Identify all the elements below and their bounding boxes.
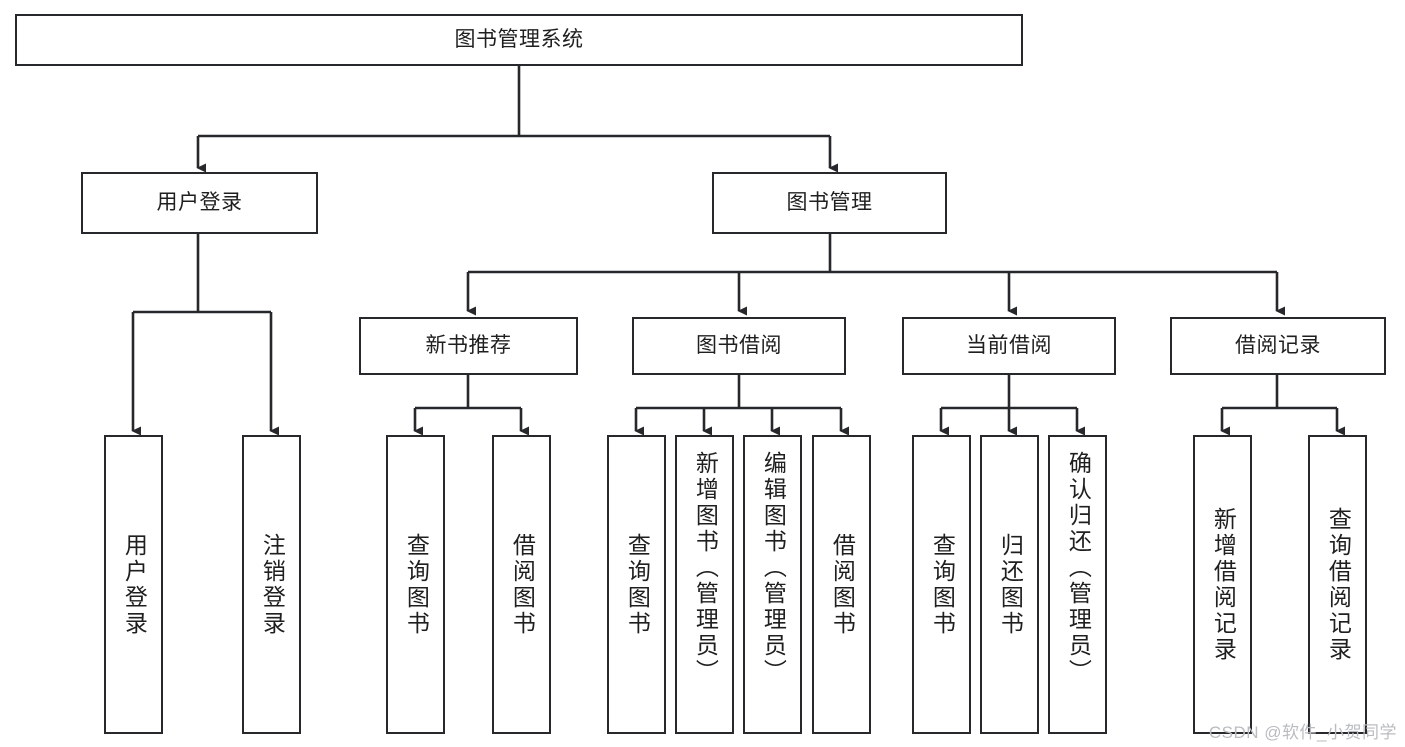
node-leaf-logout[interactable]: 注销登录 bbox=[242, 435, 301, 734]
node-leaf-query-book-2-label: 查询图书 bbox=[624, 532, 651, 637]
node-leaf-add-book-label: 新增图书（管理员） bbox=[692, 451, 719, 685]
node-leaf-query-record[interactable]: 查询借阅记录 bbox=[1308, 435, 1367, 734]
node-leaf-borrow-book-1-label: 借阅图书 bbox=[509, 532, 536, 637]
node-leaf-confirm-return[interactable]: 确认归还（管理员） bbox=[1048, 435, 1107, 734]
node-leaf-query-book-2[interactable]: 查询图书 bbox=[607, 435, 666, 734]
node-user-login-label: 用户登录 bbox=[156, 190, 243, 214]
node-leaf-query-book-3[interactable]: 查询图书 bbox=[912, 435, 971, 734]
node-borrow-record-label: 借阅记录 bbox=[1235, 333, 1321, 357]
node-leaf-query-record-label: 查询借阅记录 bbox=[1325, 506, 1352, 663]
node-book-manage-label: 图书管理 bbox=[786, 190, 873, 214]
csdn-watermark: CSDN @软件_小贺同学 bbox=[1208, 723, 1397, 742]
node-leaf-edit-book-label: 编辑图书（管理员） bbox=[760, 451, 787, 685]
node-leaf-add-book[interactable]: 新增图书（管理员） bbox=[675, 435, 734, 734]
node-book-borrow[interactable]: 图书借阅 bbox=[632, 317, 846, 375]
node-new-book-recommend[interactable]: 新书推荐 bbox=[359, 317, 578, 375]
node-leaf-borrow-book-2-label: 借阅图书 bbox=[829, 532, 856, 637]
node-root[interactable]: 图书管理系统 bbox=[15, 14, 1023, 66]
node-leaf-add-record[interactable]: 新增借阅记录 bbox=[1193, 435, 1252, 734]
node-book-borrow-label: 图书借阅 bbox=[696, 333, 782, 357]
node-current-borrow[interactable]: 当前借阅 bbox=[902, 317, 1116, 375]
node-leaf-edit-book[interactable]: 编辑图书（管理员） bbox=[743, 435, 802, 734]
node-leaf-logout-label: 注销登录 bbox=[259, 532, 286, 637]
node-book-manage[interactable]: 图书管理 bbox=[712, 172, 947, 234]
node-borrow-record[interactable]: 借阅记录 bbox=[1170, 317, 1386, 375]
node-leaf-query-book-3-label: 查询图书 bbox=[929, 532, 956, 637]
node-leaf-return-book[interactable]: 归还图书 bbox=[980, 435, 1039, 734]
node-leaf-return-book-label: 归还图书 bbox=[997, 532, 1024, 637]
node-leaf-confirm-return-label: 确认归还（管理员） bbox=[1065, 451, 1092, 685]
node-leaf-query-book-1[interactable]: 查询图书 bbox=[386, 435, 445, 734]
node-leaf-borrow-book-2[interactable]: 借阅图书 bbox=[812, 435, 871, 734]
node-leaf-user-login[interactable]: 用户登录 bbox=[104, 435, 163, 734]
node-user-login[interactable]: 用户登录 bbox=[81, 172, 318, 234]
node-new-book-recommend-label: 新书推荐 bbox=[425, 333, 512, 357]
node-current-borrow-label: 当前借阅 bbox=[966, 333, 1052, 357]
node-leaf-user-login-label: 用户登录 bbox=[121, 532, 148, 637]
node-leaf-borrow-book-1[interactable]: 借阅图书 bbox=[492, 435, 551, 734]
node-leaf-query-book-1-label: 查询图书 bbox=[403, 532, 430, 637]
node-leaf-add-record-label: 新增借阅记录 bbox=[1210, 506, 1237, 663]
node-root-label: 图书管理系统 bbox=[454, 27, 584, 51]
